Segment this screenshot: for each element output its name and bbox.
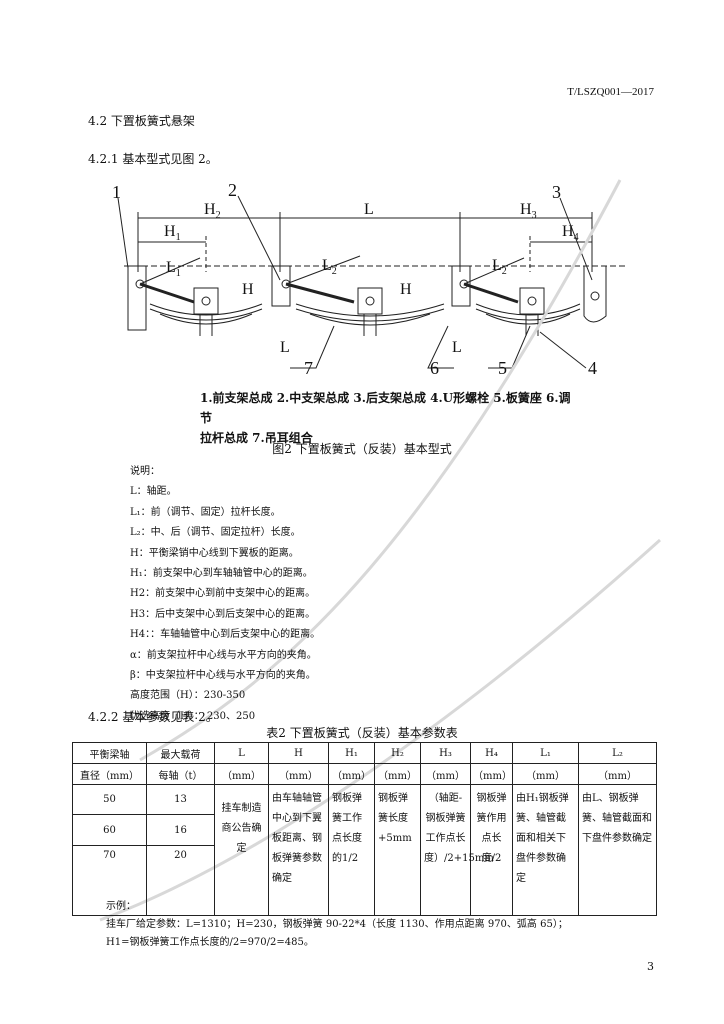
note-line: α：前支架拉杆中心线与水平方向的夹角。 bbox=[130, 649, 317, 661]
svg-text:L: L bbox=[452, 339, 462, 356]
note-line: L₁：前（调节、固定）拉杆长度。 bbox=[130, 506, 281, 518]
table-header-units-row: 直径（mm）每轴（t） （mm）（mm） （mm）（mm） （mm）（mm） （… bbox=[72, 763, 657, 785]
note-line: L：轴距。 bbox=[130, 486, 177, 498]
note-line: H4：：车轴轴管中心到后支架中心的距离。 bbox=[130, 629, 321, 641]
svg-text:H: H bbox=[242, 281, 254, 298]
figure-legend: 1.前支架总成 2.中支架总成 3.后支架总成 4.U形螺栓 5.板簧座 6.调… bbox=[200, 391, 571, 445]
table-caption: 表2 下置板簧式（反装）基本参数表 bbox=[266, 726, 458, 740]
callout-5: 5 bbox=[498, 358, 507, 378]
svg-text:L2: L2 bbox=[322, 257, 337, 277]
callout-2: 2 bbox=[228, 180, 237, 200]
subsection-4-2-2: 4.2.2 基本参数见表 2。 bbox=[88, 710, 218, 724]
svg-text:H4: H4 bbox=[562, 223, 579, 243]
svg-text:L2: L2 bbox=[492, 257, 507, 277]
note-line: 说明： bbox=[130, 466, 160, 477]
table-row: 70 20 bbox=[72, 844, 657, 917]
callout-4: 4 bbox=[588, 358, 597, 378]
callout-6: 6 bbox=[430, 358, 439, 378]
note-line: β：中支架拉杆中心线与水平方向的夹角。 bbox=[130, 670, 316, 682]
note-line: H3：后中支架中心到后支架中心的距离。 bbox=[130, 608, 316, 620]
note-line: 高度范围（H）：230-350 bbox=[130, 690, 246, 702]
note-line: H：平衡梁销中心线到下翼板的距离。 bbox=[130, 547, 299, 559]
svg-text:H: H bbox=[400, 281, 412, 298]
subsection-4-2-1: 4.2.1 基本型式见图 2。 bbox=[88, 152, 218, 166]
section-heading: 4.2 下置板簧式悬架 bbox=[88, 114, 195, 128]
standard-number: T/LSZQ001—2017 bbox=[567, 86, 654, 98]
figure-caption: 图2 下置板簧式（反装）基本型式 bbox=[272, 442, 452, 456]
note-line: L₂：中、后（调节、固定拉杆）长度。 bbox=[130, 527, 301, 539]
note-line: 优选高度（H）： 230、250 bbox=[130, 710, 256, 722]
example-block: 示例： 挂车厂给定参数：L=1310；H=230，钢板弹簧 90-22*4（长度… bbox=[106, 901, 568, 948]
svg-text:L1: L1 bbox=[166, 259, 181, 279]
callout-1: 1 bbox=[112, 182, 121, 202]
callout-7: 7 bbox=[304, 358, 313, 378]
note-line: H₁：前支架中心到车轴轴管中心的距离。 bbox=[130, 568, 313, 580]
suspension-diagram: 1 2 3 4 5 6 7 H2 L H3 H1 H4 L1 L2 L2 H H… bbox=[112, 180, 626, 378]
svg-text:L: L bbox=[364, 201, 374, 218]
svg-text:H1: H1 bbox=[164, 223, 181, 243]
note-line: H2：前支架中心到前中支架中心的距离。 bbox=[130, 588, 316, 600]
svg-text:L: L bbox=[280, 339, 290, 356]
page-number: 3 bbox=[647, 960, 654, 973]
notes-list: 说明： L：轴距。 L₁：前（调节、固定）拉杆长度。 L₂：中、后（调节、固定拉… bbox=[130, 462, 320, 727]
callout-3: 3 bbox=[552, 182, 561, 202]
